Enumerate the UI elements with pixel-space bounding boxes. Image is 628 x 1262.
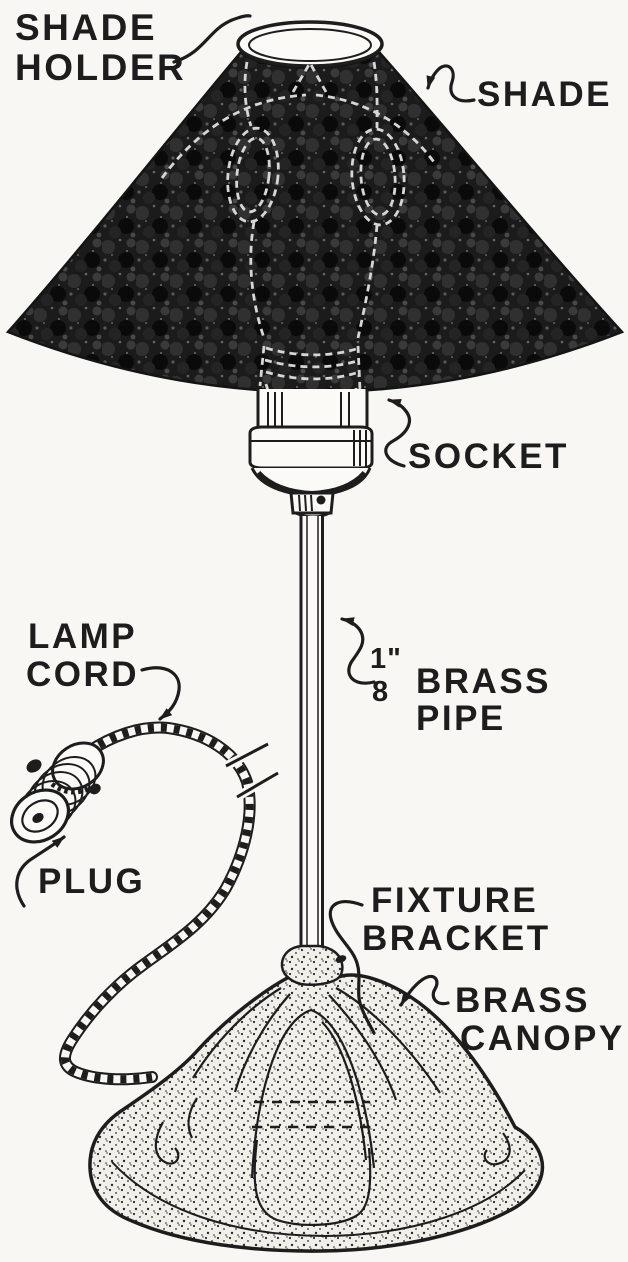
shade-holder-leader [172, 14, 252, 64]
socket-upper-hatching [267, 392, 350, 426]
plug-left-lug [26, 759, 42, 773]
plug-beaded-collar [50, 781, 93, 795]
shade-stitching [160, 60, 438, 404]
label-fixture-bracket-line1: FIXTURE [371, 881, 538, 920]
lamp-cord-arrow [140, 666, 181, 721]
shade-arrow [426, 64, 476, 103]
label-brass-pipe-line1: BRASS [416, 662, 551, 701]
label-lamp-cord-line1: LAMP [28, 617, 137, 656]
label-pipe-size-numerator: 1" [370, 643, 402, 675]
shade-holder-inner-ring [248, 28, 372, 62]
lamp-cord [59, 721, 281, 1086]
fixture-bracket-leader [328, 900, 376, 1035]
plug [10, 741, 105, 844]
socket-cap-ribs [298, 494, 313, 512]
lamp-shade [5, 20, 625, 404]
label-shade-holder-line2: HOLDER [15, 47, 186, 88]
socket-cap-detail [316, 495, 326, 505]
cord-break-marks [223, 740, 281, 801]
leader-lines [15, 14, 476, 1035]
collar-screw [335, 955, 347, 963]
socket-arrow [384, 398, 411, 468]
plug-arrow [15, 835, 66, 908]
socket [248, 389, 374, 518]
brass-canopy-arrow [399, 974, 450, 1007]
pipe-body [301, 516, 322, 954]
label-pipe-size-denominator: 8 [372, 676, 389, 708]
cord-twist-marks [61, 723, 254, 1084]
socket-band-hatching [353, 430, 367, 466]
brass-pipe [299, 516, 324, 956]
label-brass-pipe-line2: PIPE [416, 699, 506, 738]
plug-center-hole [32, 813, 44, 823]
canopy-collar [280, 944, 344, 987]
plug-face-ring [21, 799, 59, 833]
label-lamp-cord-line2: CORD [26, 655, 139, 694]
label-plug: PLUG [38, 862, 145, 901]
label-shade: SHADE [477, 75, 612, 114]
canopy-body [88, 973, 545, 1253]
labels: SHADE HOLDER SHADE SOCKET 1" 8 BRASS PIP… [15, 7, 625, 1058]
brass-canopy [88, 944, 545, 1253]
label-brass-canopy-line1: BRASS [455, 981, 590, 1020]
canopy-ornament [111, 987, 526, 1238]
label-shade-holder-line1: SHADE [15, 7, 157, 48]
plug-right-lug [89, 783, 101, 795]
brass-pipe-arrow [340, 617, 376, 685]
label-brass-canopy-line2: CANOPY [460, 1019, 625, 1058]
label-socket: SOCKET [408, 437, 569, 476]
label-fixture-bracket-line2: BRACKET [362, 919, 551, 958]
